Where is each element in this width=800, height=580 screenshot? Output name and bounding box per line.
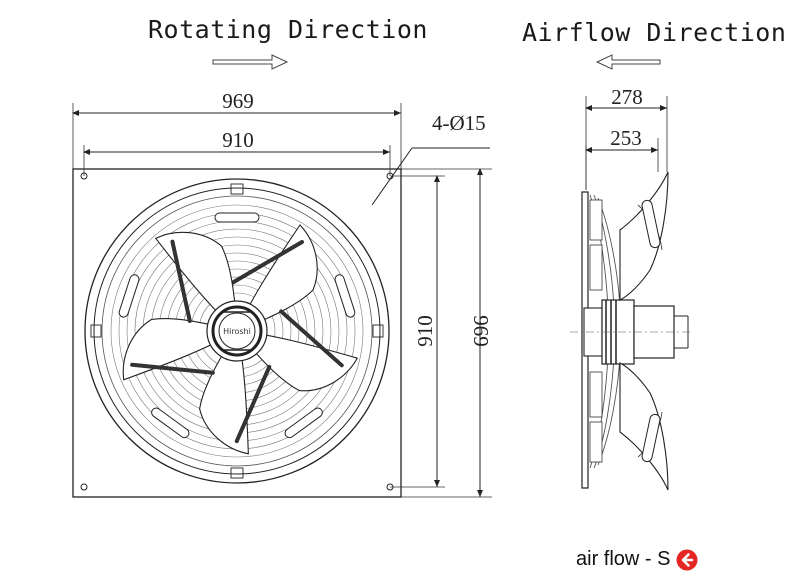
hub-logo: Hiroshi bbox=[223, 327, 251, 336]
rotating-direction-title: Rotating Direction bbox=[148, 15, 428, 44]
airflow-label: air flow - S bbox=[576, 548, 671, 570]
dim-253: 253 bbox=[610, 126, 642, 150]
side-view-fan bbox=[570, 171, 692, 491]
dim-969-side: 969 bbox=[469, 315, 493, 347]
dim-910-side: 910 bbox=[413, 315, 437, 347]
airflow-note: air flow - S bbox=[576, 548, 698, 571]
guard-slots bbox=[118, 212, 356, 439]
dim-holes: 4-Ø15 bbox=[432, 111, 486, 135]
fan-blades bbox=[122, 224, 359, 455]
dim-278: 278 bbox=[611, 85, 643, 109]
front-dimension-lines bbox=[72, 110, 490, 497]
dim-969-top: 969 bbox=[222, 89, 254, 113]
airflow-direction-title: Airflow Direction bbox=[522, 18, 787, 47]
hole-leader bbox=[371, 147, 413, 206]
airflow-direction-arrow bbox=[595, 54, 661, 70]
motor-hub bbox=[206, 300, 268, 362]
rotating-direction-arrow bbox=[212, 54, 289, 70]
red-circle-left-arrow-icon bbox=[676, 549, 698, 570]
dim-910-top: 910 bbox=[222, 128, 254, 152]
side-dimension-lines bbox=[585, 105, 667, 153]
mounting-hole bbox=[80, 483, 88, 491]
